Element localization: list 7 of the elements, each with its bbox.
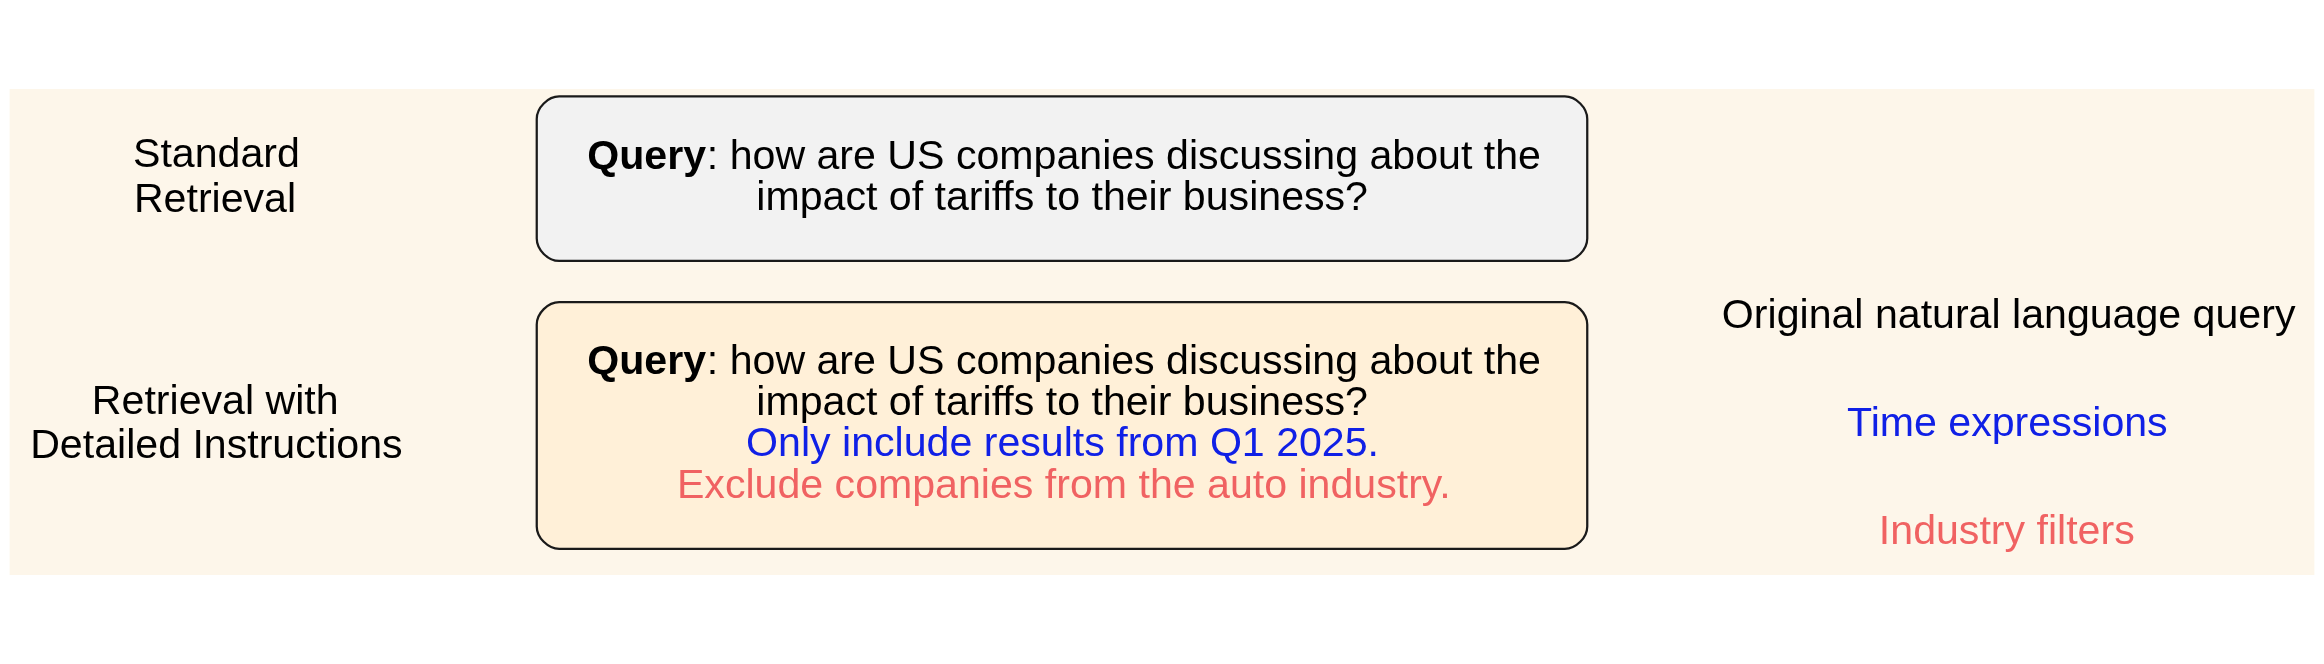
node-box: Query: how are US companies discussing about the impact of tariffs to their business? [535, 95, 1589, 263]
label: Standard Retrieval [132, 129, 300, 221]
label: Time expressions [1847, 398, 2168, 445]
label: Retrieval with Detailed Instructions [30, 376, 403, 468]
node-box: Query: how are US companies discussing about the impact of tariffs to their business? Only include results from Q1 2025. Exclude companies from the auto industry. [535, 300, 1589, 550]
label: Original natural language query [1721, 290, 2296, 337]
label: Industry filters [1878, 507, 2135, 554]
